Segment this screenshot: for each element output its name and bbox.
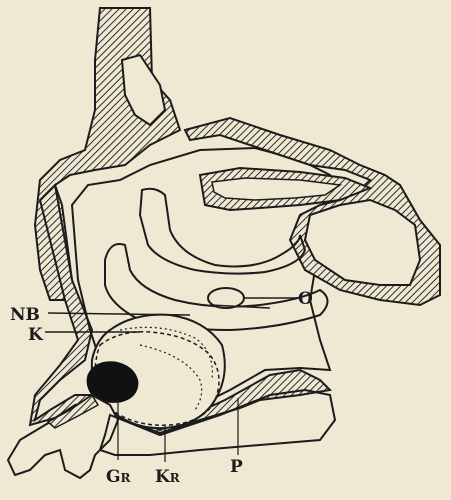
label-kr: KR [155, 467, 181, 487]
label-kr-main: K [155, 467, 171, 487]
label-k: K [28, 325, 44, 345]
label-kr-sub: R [170, 471, 181, 485]
label-nb: NB [10, 305, 40, 325]
label-gr: GR [106, 467, 132, 487]
label-gr-sub: R [121, 471, 132, 485]
label-p: P [230, 457, 243, 477]
label-o: O [298, 289, 313, 309]
label-gr-main: G [106, 467, 121, 487]
